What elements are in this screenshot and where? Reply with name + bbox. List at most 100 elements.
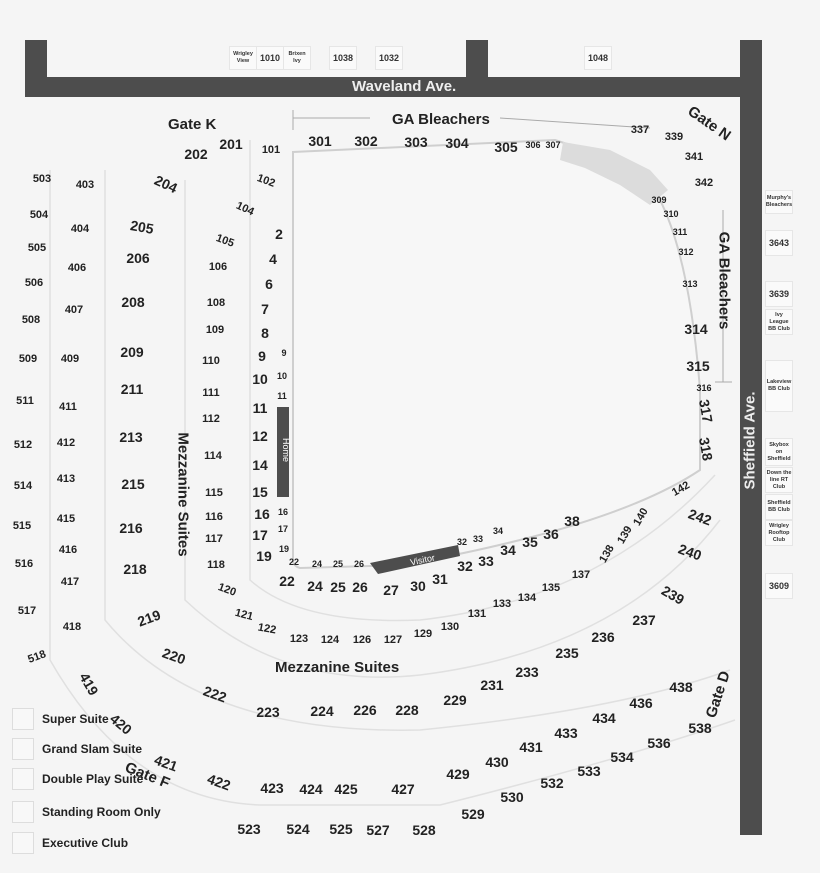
section-label[interactable]: 530 bbox=[500, 789, 524, 805]
section-label[interactable]: 126 bbox=[352, 634, 372, 646]
section-label[interactable]: 516 bbox=[14, 558, 34, 570]
section-label[interactable]: 34 bbox=[500, 542, 516, 558]
rooftop-box[interactable]: 3639 bbox=[765, 281, 793, 307]
section-label[interactable]: 508 bbox=[21, 314, 41, 326]
section-label[interactable]: 413 bbox=[56, 473, 76, 485]
section-label[interactable]: 306 bbox=[525, 140, 541, 150]
section-label[interactable]: 404 bbox=[70, 223, 90, 235]
section-label[interactable]: 301 bbox=[308, 133, 332, 149]
section-label[interactable]: 304 bbox=[445, 135, 469, 151]
section-label[interactable]: 517 bbox=[17, 605, 37, 617]
section-label[interactable]: 309 bbox=[651, 195, 667, 205]
rooftop-box[interactable]: 1032 bbox=[375, 46, 403, 70]
section-label[interactable]: 504 bbox=[29, 209, 49, 221]
section-label[interactable]: 202 bbox=[184, 146, 208, 162]
section-label[interactable]: 25 bbox=[332, 559, 343, 569]
section-label[interactable]: 110 bbox=[202, 355, 220, 367]
section-label[interactable]: 436 bbox=[629, 695, 653, 711]
section-label[interactable]: 17 bbox=[277, 524, 288, 534]
section-label[interactable]: 418 bbox=[62, 621, 82, 633]
section-label[interactable]: 512 bbox=[13, 439, 33, 451]
section-label[interactable]: 4 bbox=[269, 251, 277, 267]
section-label[interactable]: 416 bbox=[58, 544, 78, 556]
section-label[interactable]: 341 bbox=[684, 151, 704, 163]
section-label[interactable]: 438 bbox=[669, 679, 693, 695]
section-label[interactable]: 417 bbox=[60, 576, 80, 588]
section-label[interactable]: 24 bbox=[311, 559, 322, 569]
section-label[interactable]: 2 bbox=[275, 226, 283, 242]
section-label[interactable]: 135 bbox=[541, 582, 561, 594]
section-label[interactable]: 109 bbox=[205, 324, 225, 336]
rooftop-box[interactable]: Ivy League BB Club bbox=[765, 309, 793, 335]
section-label[interactable]: 339 bbox=[664, 131, 684, 143]
section-label[interactable]: 511 bbox=[16, 395, 34, 407]
section-label[interactable]: 525 bbox=[329, 821, 353, 837]
section-label[interactable]: 11 bbox=[252, 400, 268, 416]
section-label[interactable]: 337 bbox=[630, 124, 650, 136]
section-label[interactable]: 415 bbox=[56, 513, 76, 525]
section-label[interactable]: 133 bbox=[492, 598, 512, 610]
section-label[interactable]: 536 bbox=[647, 735, 671, 751]
section-label[interactable]: 211 bbox=[120, 381, 144, 397]
section-label[interactable]: 22 bbox=[288, 557, 299, 567]
section-label[interactable]: 25 bbox=[330, 579, 346, 595]
section-label[interactable]: 112 bbox=[202, 413, 220, 425]
section-label[interactable]: 229 bbox=[443, 692, 467, 708]
section-label[interactable]: 538 bbox=[688, 720, 712, 736]
rooftop-box[interactable]: Down the line RT Club bbox=[765, 467, 793, 493]
section-label[interactable]: 342 bbox=[694, 177, 714, 189]
section-label[interactable]: 424 bbox=[299, 781, 323, 797]
section-label[interactable]: 505 bbox=[27, 242, 47, 254]
section-label[interactable]: 228 bbox=[395, 702, 419, 718]
section-label[interactable]: 305 bbox=[494, 139, 518, 155]
section-label[interactable]: 429 bbox=[446, 766, 470, 782]
section-label[interactable]: 127 bbox=[383, 634, 403, 646]
section-label[interactable]: 34 bbox=[492, 526, 503, 536]
rooftop-box[interactable]: 1048 bbox=[584, 46, 612, 70]
section-label[interactable]: 111 bbox=[202, 387, 220, 399]
section-label[interactable]: 10 bbox=[252, 371, 268, 387]
section-label[interactable]: 17 bbox=[252, 527, 268, 543]
section-label[interactable]: 131 bbox=[467, 608, 487, 620]
section-label[interactable]: 316 bbox=[696, 383, 712, 393]
section-label[interactable]: 30 bbox=[410, 578, 426, 594]
section-label[interactable]: 431 bbox=[519, 739, 543, 755]
section-label[interactable]: 423 bbox=[260, 780, 284, 796]
section-label[interactable]: 27 bbox=[383, 582, 399, 598]
section-label[interactable]: 224 bbox=[310, 703, 334, 719]
rooftop-box[interactable]: Brixen Ivy bbox=[283, 46, 311, 70]
section-label[interactable]: 528 bbox=[412, 822, 436, 838]
section-label[interactable]: 33 bbox=[478, 553, 494, 569]
section-label[interactable]: 307 bbox=[545, 140, 561, 150]
section-label[interactable]: 124 bbox=[320, 634, 340, 646]
rooftop-box[interactable]: Lakeview BB Club bbox=[765, 360, 793, 412]
rooftop-box[interactable]: Wrigley Rooftop Club bbox=[765, 520, 793, 546]
section-label[interactable]: 8 bbox=[261, 325, 269, 341]
section-label[interactable]: 233 bbox=[515, 664, 539, 680]
section-label[interactable]: 108 bbox=[206, 297, 226, 309]
section-label[interactable]: 425 bbox=[334, 781, 358, 797]
section-label[interactable]: 9 bbox=[281, 348, 287, 358]
section-label[interactable]: 116 bbox=[205, 511, 223, 523]
section-label[interactable]: 315 bbox=[686, 358, 710, 374]
section-label[interactable]: 32 bbox=[457, 558, 473, 574]
section-label[interactable]: 409 bbox=[60, 353, 80, 365]
section-label[interactable]: 16 bbox=[277, 507, 288, 517]
section-label[interactable]: 19 bbox=[278, 544, 289, 554]
section-label[interactable]: 35 bbox=[522, 534, 538, 550]
section-label[interactable]: 215 bbox=[121, 476, 145, 492]
section-label[interactable]: 412 bbox=[56, 437, 76, 449]
section-label[interactable]: 26 bbox=[352, 579, 368, 595]
section-label[interactable]: 303 bbox=[404, 134, 428, 150]
section-label[interactable]: 313 bbox=[682, 279, 698, 289]
section-label[interactable]: 209 bbox=[120, 344, 144, 360]
section-label[interactable]: 237 bbox=[632, 612, 656, 628]
section-label[interactable]: 226 bbox=[353, 702, 377, 718]
section-label[interactable]: 24 bbox=[307, 578, 323, 594]
section-label[interactable]: 411 bbox=[59, 401, 77, 413]
section-label[interactable]: 532 bbox=[540, 775, 564, 791]
section-label[interactable]: 130 bbox=[440, 621, 460, 633]
section-label[interactable]: 216 bbox=[119, 520, 143, 536]
section-label[interactable]: 129 bbox=[413, 628, 433, 640]
section-label[interactable]: 101 bbox=[261, 144, 281, 156]
